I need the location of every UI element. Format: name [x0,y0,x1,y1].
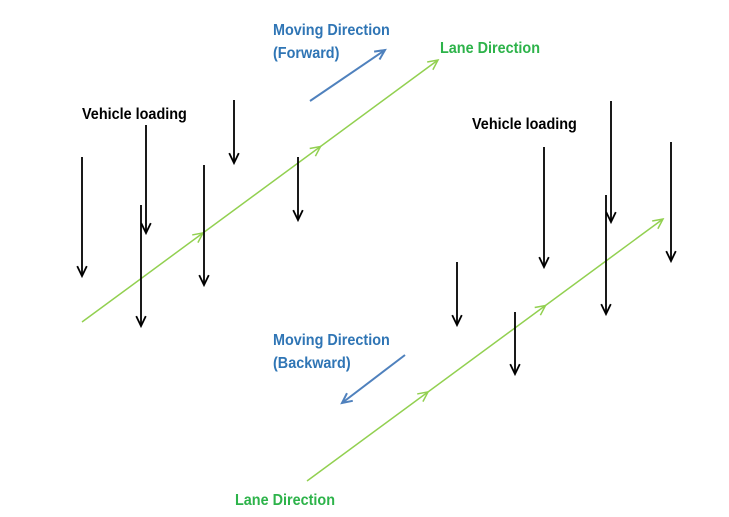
lane-direction-arrow-bottom-head [652,217,665,230]
forward-label-line2: (Forward) [273,45,340,62]
backward-direction-arrow [341,354,406,404]
lane-direction-arrow-top-mid-head [309,145,322,157]
vehicle-load-arrow-4-head [198,274,210,288]
backward-direction-arrow-head [340,392,353,405]
forward-direction-arrow-head [373,48,387,61]
vehicle-load-arrow-8-head [509,363,521,377]
vehicle-loading-label-right: Vehicle loading [472,116,577,133]
vehicle-load-arrow-11-head [605,211,617,225]
vehicle-load-arrow-12-head [665,250,677,264]
lane-direction-arrow-top-mid-head [192,231,205,243]
vehicle-load-arrow-5-head [228,152,240,166]
lane-direction-arrow-bottom-mid-head [417,390,430,402]
lane-direction-arrow-top-head [427,58,440,71]
lane-direction-label-top: Lane Direction [440,40,541,57]
lane-direction-arrow-bottom [306,218,664,482]
backward-label-line2: (Backward) [273,355,351,372]
lane-direction-label-bottom: Lane Direction [235,492,336,509]
vehicle-load-arrow-6-head [292,209,304,223]
vehicle-load-arrow-7-head [451,314,463,328]
vehicle-load-arrow-10-head [600,303,612,317]
lane-direction-arrow-top [81,59,439,323]
vehicle-load-arrow-2-head [140,222,152,236]
lane-direction-arrow-bottom-mid-head [534,304,547,316]
forward-direction-arrow [309,49,386,102]
vehicle-load-arrow-3-head [135,315,147,329]
backward-label-line1: Moving Direction [273,332,390,349]
vehicle-load-arrow-9-head [538,256,550,270]
vehicle-load-arrow-1-head [76,265,88,279]
vehicle-loading-label-left: Vehicle loading [82,106,187,123]
forward-label-line1: Moving Direction [273,22,390,39]
